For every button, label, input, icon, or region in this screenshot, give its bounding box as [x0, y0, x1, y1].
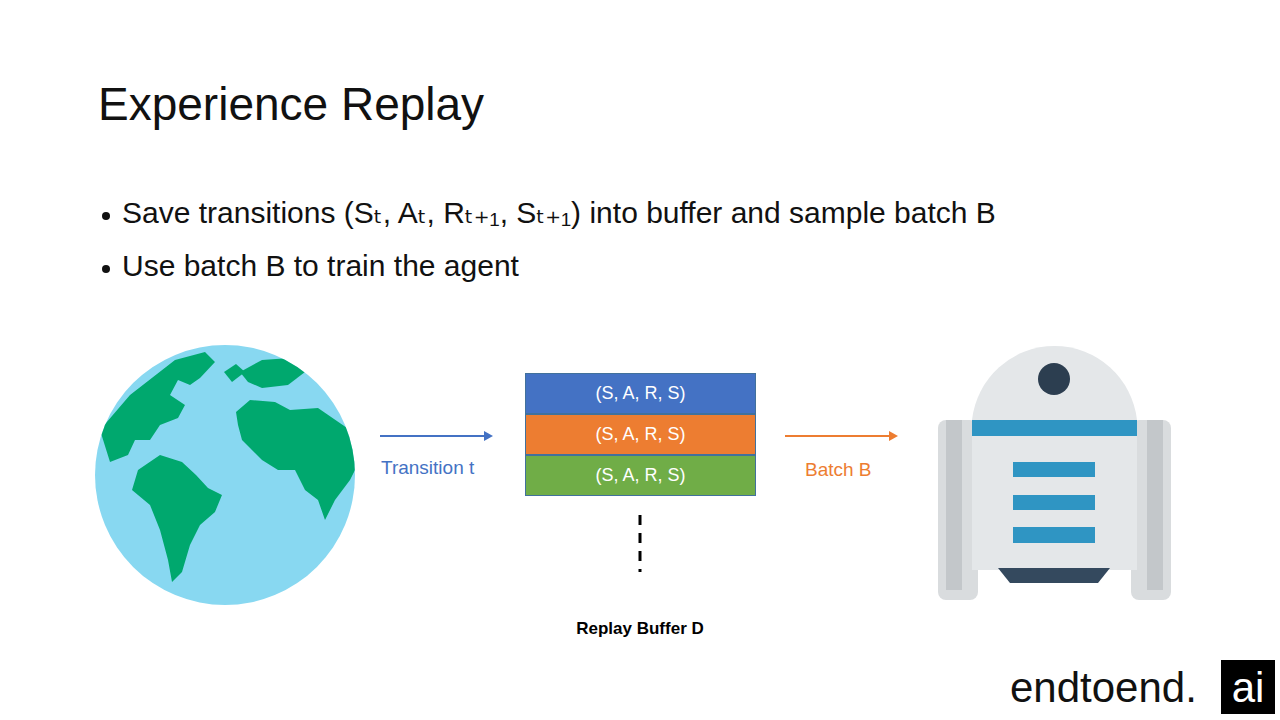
bullet-text: Use batch B to train the agent: [122, 249, 519, 284]
bullet-dot: [102, 212, 110, 220]
bullet-dot: [102, 265, 110, 273]
logo-text: ai: [1232, 664, 1265, 712]
arrow-label: Transition t: [381, 457, 474, 479]
transition-tuple: (S, A, R, S): [595, 465, 685, 486]
transition-arrow: [380, 431, 493, 441]
buffer-row: (S, A, R, S): [525, 414, 756, 455]
slide-title: Experience Replay: [98, 78, 484, 131]
buffer-row: (S, A, R, S): [525, 373, 756, 414]
transition-tuple: (S, A, R, S): [595, 383, 685, 404]
earth-icon: [95, 345, 360, 605]
buffer-caption: Replay Buffer D: [576, 619, 704, 639]
logo-text: endtoend.: [1010, 664, 1197, 712]
logo-box: [1221, 660, 1275, 714]
bullet-text: Save transitions (Sₜ, Aₜ, Rₜ₊₁, Sₜ₊₁) in…: [122, 196, 996, 231]
robot-icon: [938, 346, 1171, 600]
batch-arrow: [785, 431, 898, 441]
buffer-continuation: [639, 515, 642, 572]
transition-tuple: (S, A, R, S): [595, 424, 685, 445]
buffer-row: (S, A, R, S): [525, 455, 756, 496]
arrow-label: Batch B: [805, 459, 872, 481]
